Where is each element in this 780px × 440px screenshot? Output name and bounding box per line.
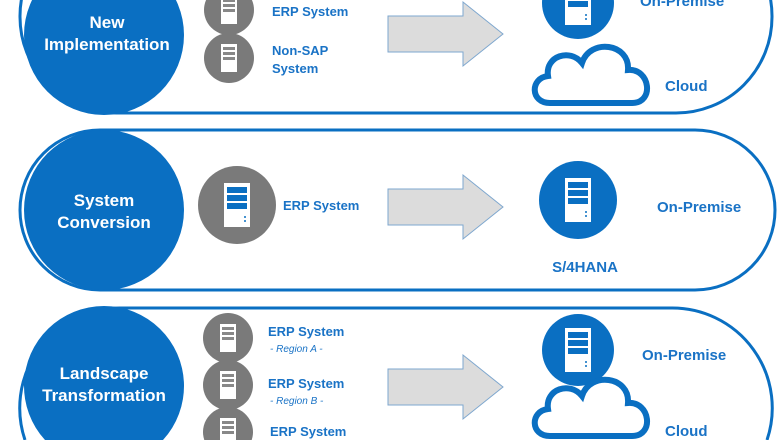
target-label: On-Premise <box>657 199 741 216</box>
on-premise-server-icon <box>542 0 614 39</box>
region-label: - Region A - <box>270 344 323 355</box>
category-circle <box>24 305 185 440</box>
server-icon <box>203 407 253 440</box>
source-label: ERP System <box>272 4 348 19</box>
target-label: On-Premise <box>642 347 726 364</box>
category-title-line: Implementation <box>44 35 170 54</box>
panel-system-conversion: System Conversion ERP System S/4HANA On-… <box>18 128 777 292</box>
panel-landscape-transformation: Landscape Transformation ERP System - Re… <box>18 305 774 440</box>
server-icon <box>203 313 253 363</box>
target-label: Cloud <box>665 423 708 440</box>
category-title-line: Conversion <box>57 213 151 232</box>
target-label: On-Premise <box>640 0 724 10</box>
category-title-line: Transformation <box>42 386 166 405</box>
source-label: Non-SAP <box>272 43 329 58</box>
product-label: S/4HANA <box>552 259 618 276</box>
category-title-line: New <box>90 13 126 32</box>
server-icon <box>204 33 254 83</box>
source-label: ERP System <box>270 424 346 439</box>
source-label: ERP System <box>268 324 344 339</box>
category-title-line: Landscape <box>60 364 149 383</box>
category-circle <box>24 130 184 290</box>
region-label: - Region B - <box>270 396 324 407</box>
category-circle <box>24 0 184 115</box>
panel-new-implementation: New Implementation ERP System Non-SAP Sy… <box>18 0 774 115</box>
server-icon <box>203 360 253 410</box>
target-label: Cloud <box>665 78 708 95</box>
server-icon <box>204 0 254 35</box>
on-premise-server-icon <box>542 314 614 386</box>
source-label: ERP System <box>283 198 359 213</box>
source-label: System <box>272 61 318 76</box>
category-title-line: System <box>74 191 134 210</box>
source-label: ERP System <box>268 376 344 391</box>
server-icon <box>198 166 276 244</box>
on-premise-server-icon <box>539 161 617 239</box>
